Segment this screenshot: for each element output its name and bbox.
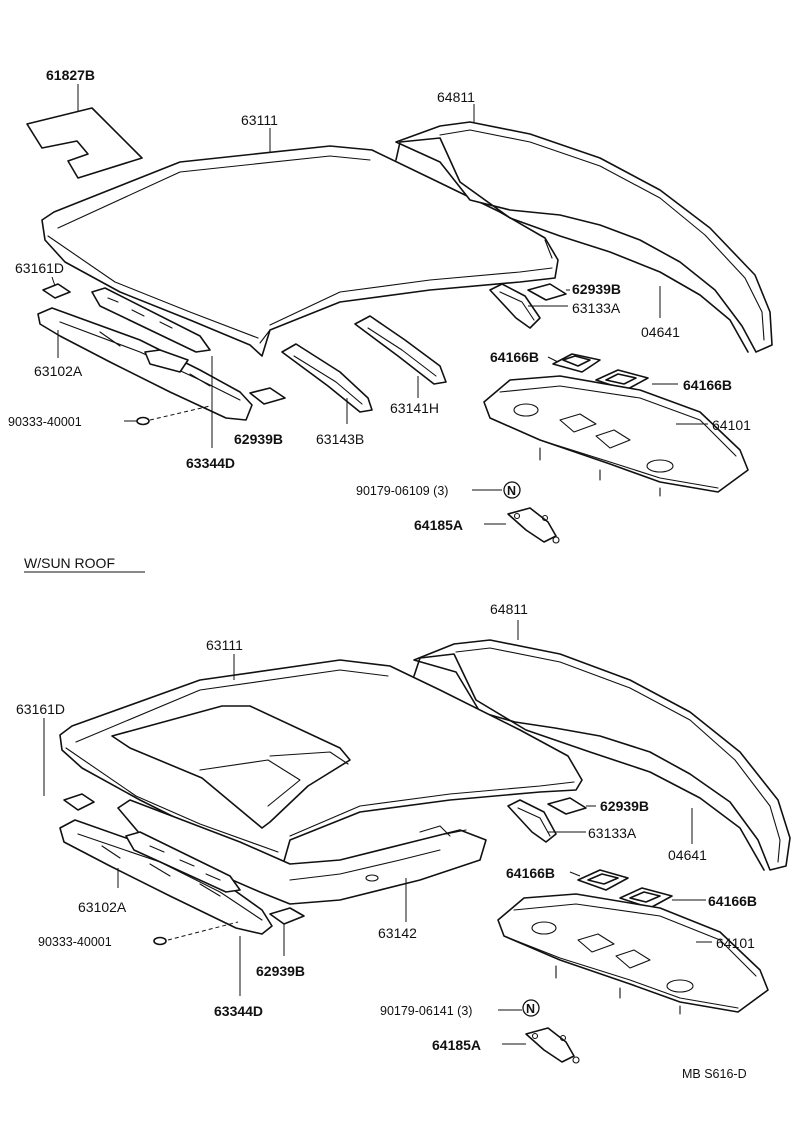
part-62939B-pad-lower-b (547, 797, 596, 815)
part-63102A-reinforcement (37, 307, 253, 421)
label-63161D-lower: 63161D (16, 701, 65, 717)
label-64811: 64811 (437, 89, 475, 105)
part-62939B-pad-b (527, 283, 570, 301)
label-64166B-lower-b: 64166B (708, 893, 757, 909)
lower-assembly: 64811 63111 63161D 62939B 63133A 04641 6… (16, 601, 791, 1064)
upper-assembly: 61827B 63111 64811 63161D 62939B 63133A … (8, 67, 773, 544)
part-90333-clip-lower (153, 921, 239, 946)
label-64166B-a: 64166B (490, 349, 539, 365)
label-63142-lower: 63142 (378, 925, 417, 941)
part-63141H-rail (354, 315, 447, 398)
part-63161D-pad-lower (43, 718, 95, 811)
part-63143B-rail (281, 343, 373, 424)
label-64185A: 64185A (414, 517, 463, 533)
part-63111-roof-panel (41, 128, 559, 357)
label-90333-lower: 90333-40001 (38, 935, 112, 949)
part-63133A-bracket-lower (507, 799, 586, 843)
part-63344D-strip (91, 287, 213, 448)
label-90179: 90179-06109 (3) (356, 484, 448, 498)
part-64166B-pads (547, 353, 678, 391)
part-64185A-bracket (484, 507, 560, 544)
label-04641: 04641 (641, 324, 680, 340)
label-64811-lower: 64811 (490, 601, 528, 617)
label-90179-lower: 90179-06141 (3) (380, 1004, 472, 1018)
label-nut-n-lower: N (526, 1002, 535, 1016)
label-62939B-b: 62939B (234, 431, 283, 447)
label-63102A: 63102A (34, 363, 83, 379)
part-90179-nut (472, 481, 521, 499)
label-62939B-a: 62939B (572, 281, 621, 297)
label-90333: 90333-40001 (8, 415, 82, 429)
label-63344D: 63344D (186, 455, 235, 471)
section-sun-roof: W/SUN ROOF (24, 555, 145, 573)
label-64185A-lower: 64185A (432, 1037, 481, 1053)
part-63161D-pad (42, 276, 71, 299)
label-64101-lower: 64101 (716, 935, 755, 951)
label-63111-lower: 63111 (206, 637, 243, 653)
label-63344D-lower: 63344D (214, 1003, 263, 1019)
part-64166B-pads-lower (569, 869, 706, 909)
nut-symbol-icon (503, 481, 521, 499)
part-63111-roof-panel-sunroof (59, 654, 583, 869)
label-63161D: 63161D (15, 260, 64, 276)
part-90333-clip (124, 405, 211, 426)
part-64101-package-tray (483, 375, 749, 497)
part-63344D-strip-lower (125, 831, 241, 996)
label-64166B-lower-a: 64166B (506, 865, 555, 881)
label-63141H: 63141H (390, 400, 439, 416)
label-63102A-lower: 63102A (78, 899, 127, 915)
label-nut-n: N (507, 484, 516, 498)
label-63133A: 63133A (572, 300, 621, 316)
part-62939B-pad-lower-a (269, 907, 305, 956)
part-63133A-bracket (489, 283, 568, 329)
part-90179-nut-lower (498, 999, 540, 1017)
label-61827B: 61827B (46, 67, 95, 83)
nut-symbol-icon-lower (522, 999, 540, 1017)
footer-code: MB S616-D (682, 1067, 747, 1081)
part-61827B-pad (26, 84, 143, 179)
label-64166B-b: 64166B (683, 377, 732, 393)
label-63133A-lower: 63133A (588, 825, 637, 841)
part-64185A-bracket-lower (502, 1027, 580, 1064)
part-64101-package-tray-lower (497, 893, 769, 1015)
part-64811-rear-glass-lower (413, 620, 791, 871)
part-64811-rear-glass (395, 104, 773, 353)
label-63143B: 63143B (316, 431, 364, 447)
label-62939B-lower-a: 62939B (600, 798, 649, 814)
label-64101: 64101 (712, 417, 751, 433)
section-title: W/SUN ROOF (24, 555, 115, 571)
label-62939B-lower-b: 62939B (256, 963, 305, 979)
label-63111: 63111 (241, 112, 278, 128)
label-04641-lower: 04641 (668, 847, 707, 863)
part-62939B-pad-a (249, 387, 286, 405)
